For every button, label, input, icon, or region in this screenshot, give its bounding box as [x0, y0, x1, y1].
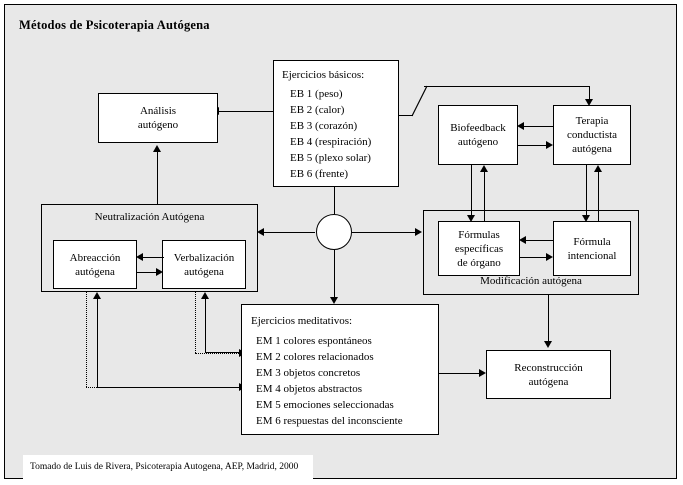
- node-formula-intencional[interactable]: Fórmula intencional: [553, 221, 631, 276]
- connector-stub-ejercicios-right: [399, 115, 413, 116]
- ejercicios-meditativos-item: EM 4 objetos abstractos: [256, 383, 363, 395]
- arrowhead-right-intencional: [546, 253, 553, 261]
- ejercicios-meditativos-item: EM 1 colores espontáneos: [256, 335, 372, 347]
- connector-hub-to-meditativos: [334, 250, 335, 299]
- footer-note-panel: Tomado de Luis de Rivera, Psicoterapia A…: [23, 455, 313, 482]
- node-ejercicios-basicos[interactable]: Ejercicios básicos: EB 1 (peso) EB 2 (ca…: [273, 60, 399, 187]
- node-reconstruccion-autogena[interactable]: Reconstrucción autógena: [486, 350, 611, 399]
- node-verbalizacion-line2: autógena: [184, 265, 224, 278]
- ejercicios-meditativos-item: EM 5 emociones seleccionadas: [256, 399, 394, 411]
- arrowhead-right-terapia: [546, 141, 553, 149]
- node-analisis-line2: autógeno: [137, 119, 179, 131]
- group-modificacion-label: Modificación autógena: [480, 275, 582, 287]
- connector-formula-intencional-up: [598, 171, 599, 223]
- node-terapia-line1: Terapia: [575, 115, 609, 127]
- connector-dotted-abreaccion-to-meditativos: [86, 387, 241, 388]
- node-formulas-especificas-de-organo[interactable]: Fórmulas específicas de órgano: [438, 221, 520, 276]
- arrowhead-left-neutralizacion: [257, 228, 264, 236]
- arrowhead-left-biofeedback: [517, 122, 524, 130]
- node-terapia-conductista-autogena[interactable]: Terapia conductista autógena: [553, 105, 631, 165]
- node-abreaccion-line1: Abreacción: [69, 251, 121, 264]
- node-terapia-line3: autógena: [572, 143, 612, 155]
- connector-ejercicios-to-analisis: [218, 111, 276, 112]
- connector-loop-abreaccion-vertical: [97, 298, 98, 388]
- connector-abreaccion-to-verbalizacion: [137, 272, 158, 273]
- group-modificacion-autogena: [423, 210, 639, 295]
- arrowhead-down-formula-intencional: [582, 215, 590, 222]
- node-abreaccion-line2: autógena: [75, 265, 115, 278]
- ejercicios-meditativos-header: Ejercicios meditativos:: [251, 315, 353, 327]
- connector-formulas-to-intencional: [520, 257, 547, 258]
- arrowhead-up-biofeedback: [480, 165, 488, 172]
- ejercicios-meditativos-item: EM 6 respuestas del inconsciente: [256, 415, 403, 427]
- ejercicios-basicos-item: EB 2 (calor): [290, 104, 345, 116]
- node-formulas-line2: específicas: [454, 242, 504, 255]
- node-terapia-line2: conductista: [566, 129, 618, 141]
- connector-terapia-down: [586, 165, 587, 217]
- ejercicios-meditativos-item: EM 3 objetos concretos: [256, 367, 361, 379]
- connector-loop-verbalizacion-vertical: [205, 298, 206, 353]
- ejercicios-basicos-item: EB 6 (frente): [290, 168, 349, 180]
- footer-note-text: Tomado de Luis de Rivera, Psicoterapia A…: [30, 462, 299, 472]
- connector-dotted-abreaccion-down: [86, 291, 87, 387]
- arrowhead-down-terapia: [585, 99, 593, 106]
- ejercicios-basicos-item: EB 1 (peso): [290, 88, 343, 100]
- arrowhead-up-analisis: [153, 145, 161, 152]
- node-analisis-line1: Análisis: [139, 105, 177, 117]
- connector-biofeedback-down: [471, 165, 472, 217]
- connector-dotted-verbalizacion-down: [195, 291, 196, 353]
- arrowhead-right-reconstruccion: [479, 369, 486, 377]
- ejercicios-basicos-item: EB 4 (respiración): [290, 136, 372, 148]
- diagram-frame: Métodos de Psicoterapia Autógena Análisi…: [4, 4, 677, 482]
- connector-intencional-to-formulas: [526, 240, 553, 241]
- arrowhead-down-formulas: [467, 215, 475, 222]
- ejercicios-basicos-item: EB 5 (plexo solar): [290, 152, 371, 164]
- connector-formulas-up: [484, 171, 485, 223]
- arrowhead-right-modificacion: [415, 228, 422, 236]
- connector-terapia-to-biofeedback: [524, 126, 553, 127]
- ejercicios-basicos-item: EB 3 (corazón): [290, 120, 358, 132]
- group-neutralizacion-autogena: [41, 204, 258, 292]
- arrowhead-up-terapia: [594, 165, 602, 172]
- node-abreaccion-autogena[interactable]: Abreacción autógena: [53, 240, 137, 289]
- connector-loop-verbalizacion-horizontal: [205, 352, 248, 353]
- node-verbalizacion-autogena[interactable]: Verbalización autógena: [162, 240, 246, 289]
- connector-rail-down-terapia: [589, 86, 590, 101]
- group-neutralizacion-label: Neutralización Autógena: [94, 211, 205, 223]
- node-biofeedback-autogeno[interactable]: Biofeedback autógeno: [438, 105, 518, 165]
- connector-hub-to-modificacion: [352, 232, 416, 233]
- node-reconstruccion-line2: autógena: [528, 375, 569, 388]
- arrowhead-up-abreaccion: [93, 292, 101, 299]
- central-hub-node[interactable]: [316, 214, 352, 250]
- node-ejercicios-meditativos[interactable]: Ejercicios meditativos: EM 1 colores esp…: [241, 304, 439, 435]
- connector-modificacion-to-reconstruccion: [548, 295, 549, 343]
- ejercicios-basicos-header: Ejercicios básicos:: [282, 69, 365, 81]
- connector-top-rail: [424, 86, 590, 87]
- connector-hub-to-neutralizacion: [263, 232, 315, 233]
- node-formulas-line1: Fórmulas: [458, 228, 500, 241]
- connector-verbalizacion-to-abreaccion: [143, 257, 164, 258]
- connector-ejercicios-to-hub: [334, 187, 335, 214]
- arrowhead-right-verbalizacion: [156, 268, 163, 276]
- node-formula-intencional-line1: Fórmula: [573, 235, 611, 248]
- node-reconstruccion-line1: Reconstrucción: [514, 361, 583, 374]
- connector-diagonal-ejercicios-rail: [411, 85, 428, 117]
- arrowhead-down-reconstruccion: [544, 341, 552, 348]
- connector-neutralizacion-to-analisis: [157, 151, 158, 205]
- node-biofeedback-line2: autógeno: [457, 136, 499, 148]
- connector-dotted-verbalizacion-to-meditativos: [195, 353, 241, 354]
- node-biofeedback-line1: Biofeedback: [450, 122, 506, 134]
- node-verbalizacion-line1: Verbalización: [173, 251, 235, 264]
- page-title: Métodos de Psicoterapia Autógena: [19, 18, 210, 32]
- arrowhead-left-abreaccion: [136, 253, 143, 261]
- node-formulas-line3: de órgano: [457, 256, 501, 269]
- arrowhead-down-meditativos: [330, 297, 338, 304]
- arrowhead-up-verbalizacion: [201, 292, 209, 299]
- node-formula-intencional-line2: intencional: [567, 249, 617, 262]
- node-analisis-autogeno[interactable]: Análisis autógeno: [98, 93, 218, 143]
- connector-biofeedback-to-terapia: [518, 145, 547, 146]
- arrowhead-left-formulas: [519, 236, 526, 244]
- ejercicios-meditativos-item: EM 2 colores relacionados: [256, 351, 374, 363]
- connector-meditativos-to-reconstruccion: [439, 373, 481, 374]
